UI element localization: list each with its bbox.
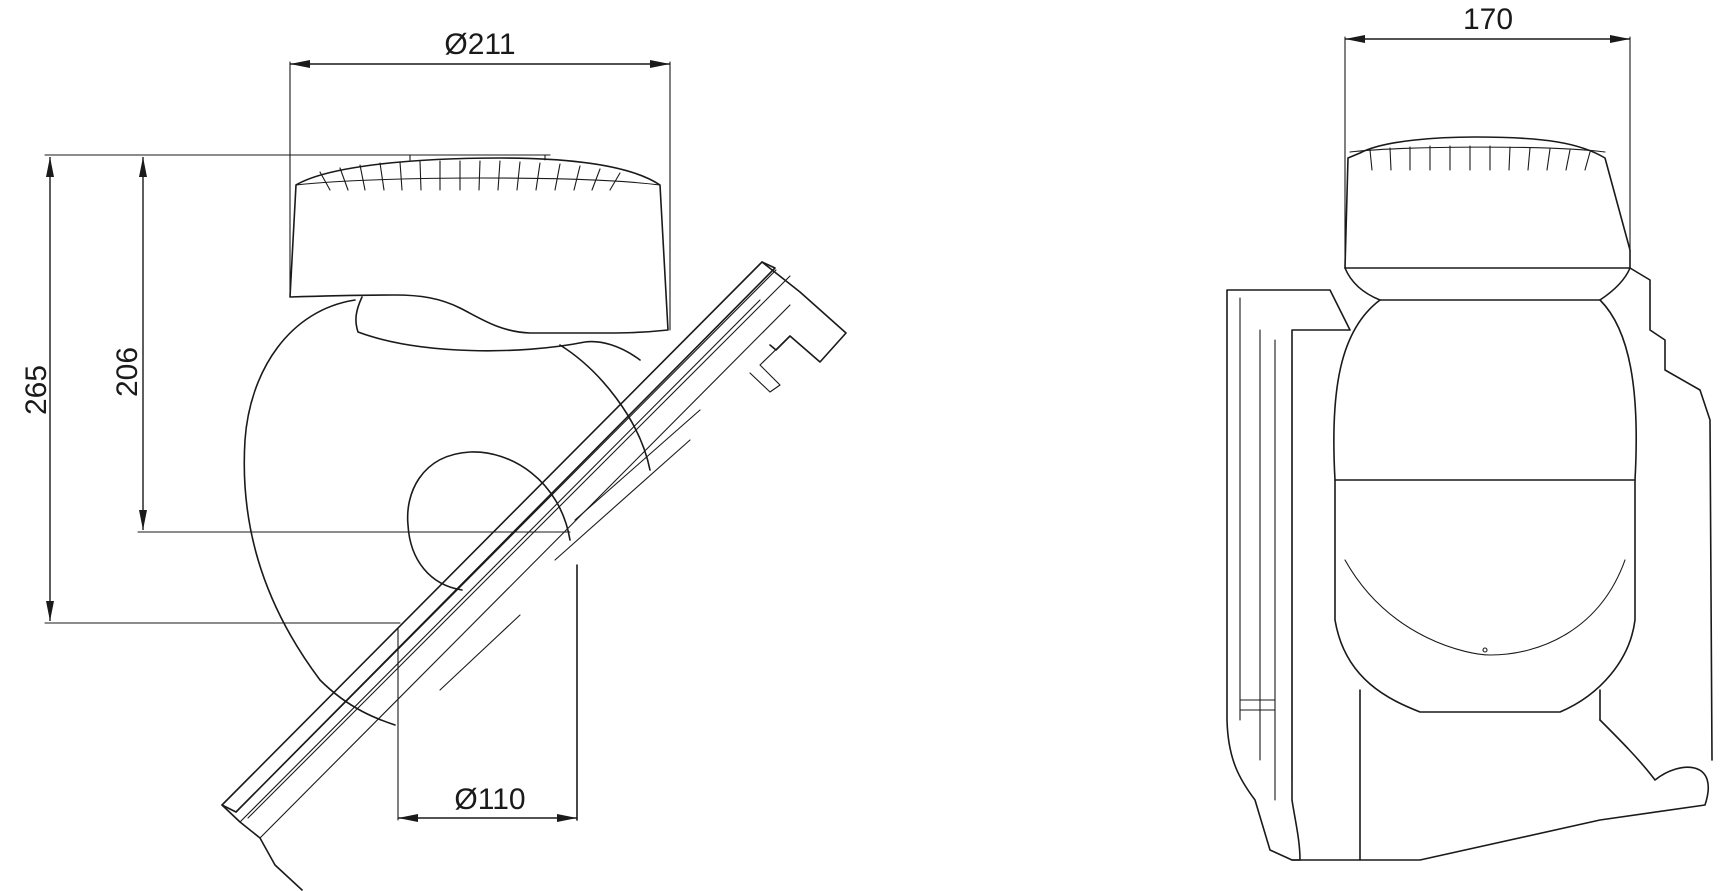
sphere-right-edge [559, 344, 651, 471]
dim-pipe-diameter: Ø110 [454, 783, 525, 816]
dim-top-diameter: Ø211 [444, 28, 515, 61]
cap-top-band [295, 177, 661, 186]
dim-body-height: 206 [111, 347, 144, 397]
vent-cap [289, 157, 669, 334]
side-sphere [1333, 299, 1638, 713]
front-view: Ø211 265 206 Ø110 [20, 28, 847, 891]
inner-pipe-circle [406, 451, 571, 591]
dim-side-width: 170 [1463, 3, 1513, 36]
cap-ribs [319, 160, 621, 191]
side-cap [1344, 136, 1631, 269]
side-view: 170 [1226, 3, 1713, 861]
dim-overall-height: 265 [20, 365, 53, 415]
side-tile [1226, 289, 1351, 861]
tile-plate [221, 261, 847, 891]
cap-neck [355, 296, 641, 361]
sphere-body [243, 299, 396, 726]
